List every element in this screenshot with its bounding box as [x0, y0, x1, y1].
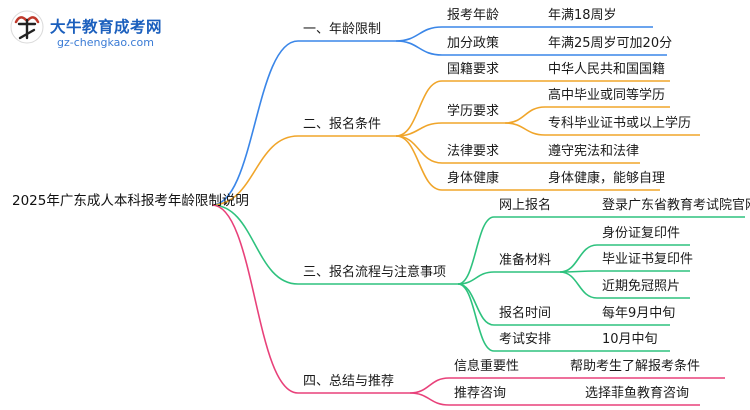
- leaf-exam-age-value: 年满18周岁: [548, 8, 617, 23]
- connector-b2-legal: [395, 135, 443, 164]
- connector-mat-1: [559, 244, 598, 273]
- logo-url: gz-chengkao.com: [57, 36, 154, 49]
- leaf-education-value-1: 高中毕业或同等学历: [548, 88, 666, 103]
- connector-edu-2: [504, 122, 546, 136]
- leaf-legal-value: 遵守宪法和法律: [548, 144, 640, 159]
- leaf-education-value-2: 专科毕业证书或以上学历: [548, 116, 692, 131]
- connector-b1-age: [395, 26, 443, 42]
- leaf-consult-value: 选择菲鱼教育咨询: [585, 386, 690, 401]
- connector-edu-1: [504, 106, 546, 124]
- node-education: 学历要求: [447, 104, 500, 119]
- branch-age-limit: 一、年龄限制: [303, 22, 382, 37]
- connector-b4-info: [409, 377, 450, 394]
- branch-process: 三、报名流程与注意事项: [303, 265, 447, 280]
- leaf-health-value: 身体健康，能够自理: [548, 171, 666, 186]
- connector-b2-health: [395, 135, 443, 191]
- leaf-bonus-policy-value: 年满25周岁可加20分: [548, 36, 673, 51]
- connector-mat-3: [559, 271, 598, 299]
- leaf-materials-value-1: 身份证复印件: [602, 226, 681, 241]
- leaf-nationality-value: 中华人民共和国国籍: [548, 62, 666, 77]
- node-exam-age: 报考年龄: [447, 8, 500, 23]
- connector-b3-online: [457, 216, 495, 285]
- connector-b2-education: [395, 122, 443, 137]
- node-consult: 推荐咨询: [454, 386, 507, 401]
- connector-root-b4: [211, 204, 299, 394]
- node-info-importance: 信息重要性: [454, 359, 520, 374]
- root-topic: 2025年广东成人本科报考年龄限制说明: [12, 193, 249, 209]
- node-online-signup: 网上报名: [499, 198, 552, 213]
- leaf-materials-value-3: 近期免冠照片: [602, 279, 681, 294]
- connector-b2-nationality: [395, 80, 443, 137]
- connector-b3-materials: [457, 271, 495, 285]
- branch-requirements: 二、报名条件: [303, 117, 382, 132]
- branch-summary: 四、总结与推荐: [303, 374, 395, 389]
- logo-title: 大牛教育成考网: [50, 18, 163, 36]
- bull-logo-icon: [10, 10, 44, 44]
- node-exam-schedule: 考试安排: [499, 332, 552, 347]
- node-health: 身体健康: [447, 171, 500, 186]
- connector-root-b2: [211, 135, 299, 206]
- connector-b4-consult: [409, 392, 450, 406]
- connector-root-b1: [211, 40, 299, 206]
- leaf-signup-time-value: 每年9月中旬: [602, 306, 676, 321]
- leaf-online-signup-value: 登录广东省教育考试院官网: [602, 198, 750, 213]
- connector-b1-bonus: [395, 40, 443, 56]
- connector-b3-exam: [457, 283, 495, 352]
- connector-root-b3: [211, 204, 299, 285]
- node-bonus-policy: 加分政策: [447, 36, 500, 51]
- node-legal: 法律要求: [447, 144, 500, 159]
- node-nationality: 国籍要求: [447, 62, 500, 77]
- leaf-exam-schedule-value: 10月中旬: [602, 332, 658, 347]
- node-signup-time: 报名时间: [499, 306, 552, 321]
- node-materials: 准备材料: [499, 253, 552, 268]
- leaf-info-importance-value: 帮助考生了解报考条件: [570, 359, 701, 374]
- leaf-materials-value-2: 毕业证书复印件: [602, 252, 694, 267]
